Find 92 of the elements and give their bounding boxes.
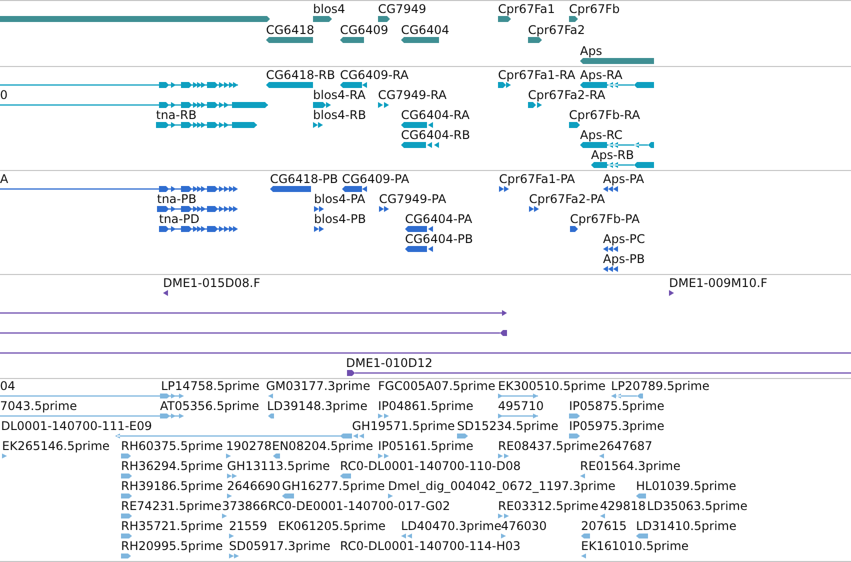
est-label: GH16277.5prime <box>282 479 385 493</box>
est-label: EK265146.5prime <box>2 439 110 453</box>
est-label: 207615 <box>581 519 627 533</box>
est-label: RH20995.5prime <box>121 539 223 553</box>
transcript-label: CG7949-RA <box>378 88 447 102</box>
gene-label: Aps <box>580 44 602 58</box>
gene-label: Cpr67Fa1 <box>498 2 555 16</box>
clone-label: DME1-009M10.F <box>669 276 768 290</box>
transcript-label: CG6404-RA <box>401 108 470 122</box>
est-label: RE01564.3prime <box>580 459 680 473</box>
transcript-label: Aps-RB <box>591 148 634 162</box>
est-label: IP05975.3prime <box>569 419 664 433</box>
protein-label: blos4-PA <box>314 192 366 206</box>
transcript-label: Cpr67Fb-RA <box>569 108 640 122</box>
est-label: RH36294.5prime <box>121 459 223 473</box>
est-label: DL0001-140700-111-E09 <box>1 419 152 433</box>
transcript-label: blos4-RA <box>313 88 366 102</box>
est-label: LD35063.5prime <box>647 499 748 513</box>
gene-label: Cpr67Fb <box>569 2 620 16</box>
est-label: LP14758.5prime <box>161 379 260 393</box>
protein-label: CG7949-PA <box>379 192 446 206</box>
gene-label: CG6404 <box>401 23 450 37</box>
protein-label: tna-PB <box>157 192 196 206</box>
est-label: GH13113.5prime <box>227 459 330 473</box>
est-label: SD15234.5prime <box>457 419 558 433</box>
protein-label: CG6409-PA <box>342 172 410 186</box>
gene-label: Cpr67Fa2 <box>528 23 585 37</box>
protein-label: Cpr67Fa2-PA <box>529 192 605 206</box>
est-label: LD39148.3prime <box>267 399 368 413</box>
protein-label: Aps-PA <box>603 172 644 186</box>
est-label: IP04861.5prime <box>378 399 474 413</box>
transcript-label: Aps-RC <box>580 128 623 142</box>
est-label: HL01039.5prime <box>636 479 736 493</box>
transcript-label: CG6404-RB <box>401 128 470 142</box>
est-label: IP05875.5prime <box>569 399 664 413</box>
gene-label: CG6418 <box>266 23 314 37</box>
est-label: 373866 <box>222 499 268 513</box>
est-label: RE03312.5prime <box>498 499 598 513</box>
est-label: RE74231.5prime <box>121 499 222 513</box>
protein-label: A <box>0 172 8 186</box>
est-label: RC0-DE0001-140700-017-G02 <box>268 499 450 513</box>
est-label: RH39186.5prime <box>121 479 223 493</box>
est-label: 2646690 <box>227 479 280 493</box>
est-label: IP05161.5prime <box>378 439 474 453</box>
est-label: 476030 <box>501 519 547 533</box>
est-label: RH60375.5prime <box>121 439 223 453</box>
est-label: EK161010.5prime <box>581 539 689 553</box>
clone-label: DME1-015D08.F <box>163 276 260 290</box>
transcript-label: Cpr67Fa2-RA <box>528 88 606 102</box>
est-label: LD40470.3prime <box>401 519 502 533</box>
est-label: 21559 <box>229 519 268 533</box>
est-label: 7043.5prime <box>0 399 77 413</box>
est-label: EK300510.5prime <box>498 379 606 393</box>
transcript-label: blos4-RB <box>313 108 366 122</box>
gene-label: CG7949 <box>378 2 426 16</box>
est-label: 04 <box>0 379 16 393</box>
est-label: Dmel_dig_004042_0672_1197.3prime <box>388 479 616 493</box>
est-label: 2647687 <box>599 439 652 453</box>
est-label: GH19571.5prime <box>352 419 455 433</box>
clone-label: DME1-010D12 <box>346 356 433 370</box>
est-label: EN08204.5prime <box>272 439 374 453</box>
transcript-label: CG6409-RA <box>340 68 409 82</box>
protein-label: Cpr67Fa1-PA <box>499 172 575 186</box>
est-label: GM03177.3prime <box>266 379 370 393</box>
est-label: RC0-DL0001-140700-114-H03 <box>340 539 521 553</box>
protein-label: Cpr67Fb-PA <box>570 212 640 226</box>
est-label: FGC005A07.5prime <box>378 379 496 393</box>
est-label: 495710 <box>498 399 544 413</box>
transcript-label: 0 <box>0 88 8 102</box>
est-label: 190278 <box>226 439 272 453</box>
est-label: SD05917.3prime <box>229 539 330 553</box>
est-label: RC0-DL0001-140700-110-D08 <box>340 459 521 473</box>
transcript-label: Cpr67Fa1-RA <box>498 68 576 82</box>
est-label: AT05356.5prime <box>160 399 260 413</box>
est-label: 429818 <box>600 499 646 513</box>
protein-label: tna-PD <box>159 212 200 226</box>
est-label: LP20789.5prime <box>611 379 710 393</box>
gene-label: blos4 <box>313 2 346 16</box>
est-label: EK061205.5prime <box>278 519 386 533</box>
transcript-label: CG6418-RB <box>266 68 336 82</box>
gene-label: CG6409 <box>340 23 388 37</box>
protein-label: blos4-PB <box>314 212 366 226</box>
est-label: RH35721.5prime <box>121 519 223 533</box>
transcript-label: tna-RB <box>156 108 197 122</box>
transcript-label: Aps-RA <box>580 68 622 82</box>
est-label: RE08437.5prime <box>498 439 598 453</box>
protein-label: CG6404-PA <box>405 212 472 226</box>
protein-label: Aps-PB <box>603 252 645 266</box>
protein-label: Aps-PC <box>603 232 646 246</box>
protein-label: CG6404-PB <box>405 232 474 246</box>
est-label: LD31410.5prime <box>636 519 737 533</box>
protein-label: CG6418-PB <box>270 172 338 186</box>
